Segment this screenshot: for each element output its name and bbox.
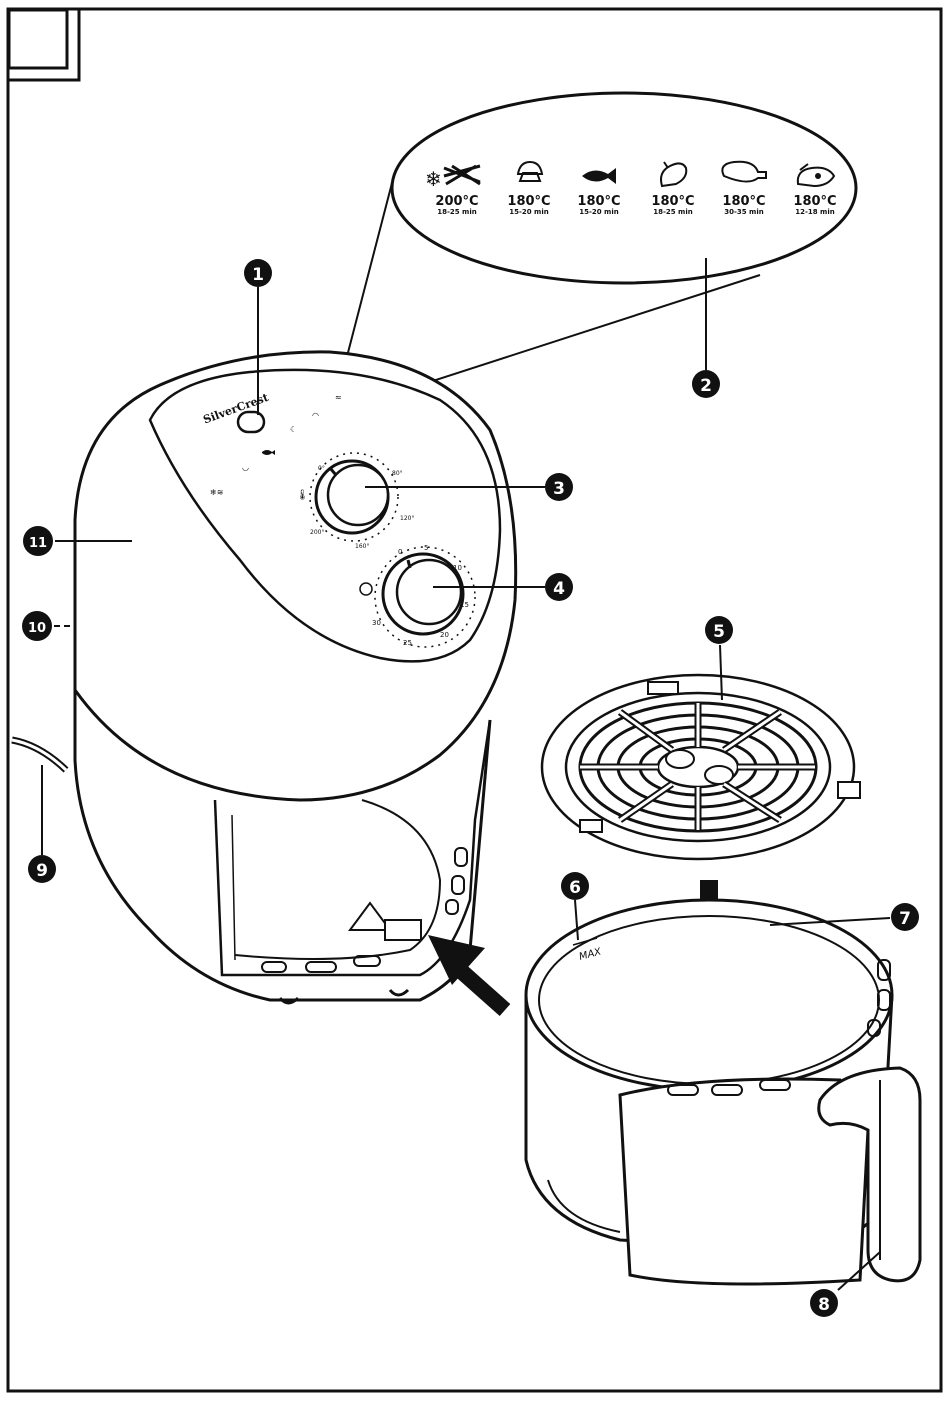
latch-arrow bbox=[428, 935, 505, 1010]
svg-text:◡: ◡ bbox=[242, 463, 249, 472]
preset-5-time: 12-18 min bbox=[795, 208, 835, 216]
callout-6: 6 bbox=[561, 872, 589, 900]
thermometer-icon: 🌡︎ bbox=[296, 489, 309, 501]
callout-9: 9 bbox=[28, 855, 56, 883]
svg-text:6: 6 bbox=[569, 878, 581, 898]
temp-mark-3: 160° bbox=[355, 543, 369, 550]
callout-11: 11 bbox=[23, 526, 53, 556]
callout-1: 1 bbox=[244, 259, 272, 287]
callout-7: 7 bbox=[891, 903, 919, 931]
page-marker-box bbox=[9, 10, 67, 68]
timer-mark-6: 30 bbox=[372, 619, 381, 627]
preset-1-temp: 180°C bbox=[507, 194, 550, 209]
callout-10: 10 bbox=[22, 611, 52, 641]
air-fryer-body bbox=[12, 352, 516, 1003]
temp-mark-2: 120° bbox=[400, 515, 414, 522]
preset-3-time: 18-25 min bbox=[653, 208, 693, 216]
callout-4: 4 bbox=[545, 573, 573, 601]
preset-zoom-ellipse bbox=[392, 93, 856, 283]
svg-text:10: 10 bbox=[28, 621, 46, 636]
svg-text:◠: ◠ bbox=[312, 411, 319, 420]
power-button bbox=[238, 412, 264, 432]
temp-mark-0: 0° bbox=[318, 465, 325, 472]
callout-2: 2 bbox=[692, 370, 720, 398]
preset-4-time: 30-35 min bbox=[724, 208, 764, 216]
svg-text:≈: ≈ bbox=[335, 393, 342, 402]
power-cord bbox=[12, 740, 66, 770]
callout-5: 5 bbox=[705, 616, 733, 644]
svg-text:8: 8 bbox=[818, 1295, 830, 1315]
timer-mark-0: 0 bbox=[398, 548, 402, 556]
callout-8: 8 bbox=[810, 1289, 838, 1317]
svg-text:7: 7 bbox=[899, 909, 911, 929]
timer-mark-2: 10 bbox=[453, 564, 462, 572]
preset-0-temp: 200°C bbox=[435, 194, 478, 209]
preset-0-time: 18-25 min bbox=[437, 208, 477, 216]
svg-text:❄: ❄ bbox=[425, 167, 442, 191]
svg-text:11: 11 bbox=[29, 536, 47, 551]
temp-mark-1: 80° bbox=[392, 470, 403, 477]
preset-3-temp: 180°C bbox=[651, 194, 694, 209]
timer-mark-3: 15 bbox=[460, 601, 469, 609]
svg-text:2: 2 bbox=[700, 376, 712, 396]
svg-text:3: 3 bbox=[553, 479, 565, 499]
svg-text:5: 5 bbox=[713, 622, 725, 642]
preset-5-temp: 180°C bbox=[793, 194, 836, 209]
grill-plate bbox=[542, 675, 860, 859]
preset-1-time: 15-20 min bbox=[509, 208, 549, 216]
preset-2-time: 15-20 min bbox=[579, 208, 619, 216]
svg-text:☾: ☾ bbox=[290, 425, 297, 434]
preset-2-temp: 180°C bbox=[577, 194, 620, 209]
svg-text:1: 1 bbox=[252, 265, 264, 285]
svg-text:9: 9 bbox=[36, 861, 48, 881]
timer-mark-4: 20 bbox=[440, 631, 449, 639]
svg-text:❄≋: ❄≋ bbox=[210, 488, 223, 497]
temp-mark-4: 200° bbox=[310, 529, 324, 536]
preset-4-temp: 180°C bbox=[722, 194, 765, 209]
timer-mark-5: 25 bbox=[403, 639, 412, 647]
callout-3: 3 bbox=[545, 473, 573, 501]
timer-mark-1: 5 bbox=[424, 544, 428, 552]
basket-latch bbox=[385, 920, 421, 940]
svg-text:4: 4 bbox=[553, 579, 565, 599]
